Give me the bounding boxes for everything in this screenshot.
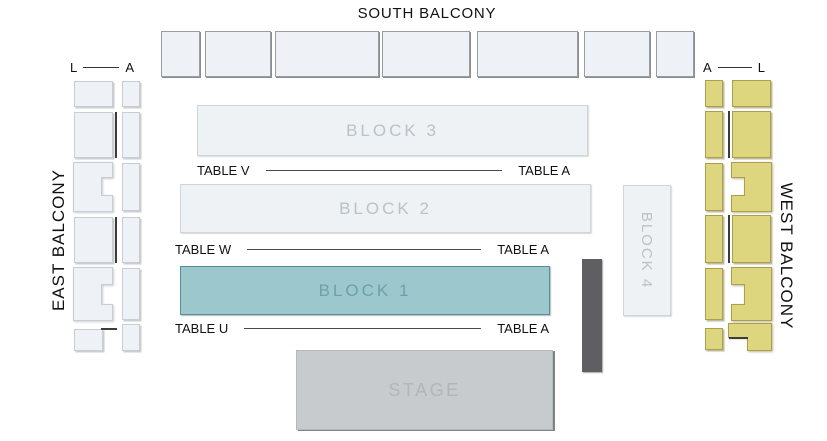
block-4-label: BLOCK 4 <box>638 211 656 290</box>
table-label-right: TABLE A <box>497 321 549 336</box>
east-balcony-section[interactable] <box>74 112 113 158</box>
south-balcony-title: SOUTH BALCONY <box>357 5 497 22</box>
table-label-left: TABLE U <box>175 321 229 336</box>
east-balcony-section[interactable] <box>74 329 103 351</box>
block-3[interactable]: BLOCK 3 <box>197 105 588 156</box>
east-balcony-section[interactable] <box>122 112 140 158</box>
west-balcony-section[interactable] <box>705 111 723 158</box>
balcony-divider <box>728 111 730 158</box>
balcony-divider <box>728 215 730 263</box>
east-balcony-section[interactable] <box>122 163 140 211</box>
east-balcony-section[interactable] <box>74 217 113 263</box>
table-label-right: TABLE A <box>518 163 570 178</box>
east-balcony-section[interactable] <box>122 217 140 263</box>
stage: STAGE <box>296 350 553 430</box>
block-1[interactable]: BLOCK 1 <box>180 266 550 315</box>
east-balcony-row-range: L A <box>70 60 134 75</box>
south-balcony-section[interactable] <box>382 31 470 77</box>
block-1-label: BLOCK 1 <box>318 280 412 300</box>
table-line <box>244 328 482 329</box>
west-balcony-section[interactable] <box>732 80 771 107</box>
west-balcony-row-range: A L <box>703 60 765 75</box>
south-balcony-section[interactable] <box>656 31 694 77</box>
table-line <box>247 249 482 250</box>
east-balcony-section[interactable] <box>122 324 140 351</box>
table-row-v[interactable]: TABLE V TABLE A <box>197 163 570 178</box>
balcony-divider <box>115 217 117 263</box>
west-balcony-label: WEST BALCONY <box>777 182 796 330</box>
table-row-u[interactable]: TABLE U TABLE A <box>175 321 549 336</box>
west-balcony-section-l-shape[interactable] <box>728 323 773 352</box>
south-balcony-section[interactable] <box>584 31 650 77</box>
row-range-line <box>717 67 752 68</box>
west-balcony-section[interactable] <box>705 268 723 320</box>
west-row-letter-right: L <box>757 60 765 75</box>
east-balcony-section[interactable] <box>122 81 140 107</box>
table-row-w[interactable]: TABLE W TABLE A <box>175 242 549 257</box>
table-line <box>265 170 503 171</box>
east-balcony-label: EAST BALCONY <box>49 168 68 312</box>
block-4[interactable]: BLOCK 4 <box>623 185 671 316</box>
east-row-letter-left: L <box>70 60 78 75</box>
block-3-label: BLOCK 3 <box>346 120 439 140</box>
west-balcony-section[interactable] <box>705 80 723 107</box>
west-balcony-section[interactable] <box>705 163 723 211</box>
west-balcony-section-notched[interactable] <box>731 267 772 321</box>
east-balcony-section-notched[interactable] <box>73 267 114 321</box>
block-2[interactable]: BLOCK 2 <box>180 184 591 233</box>
balcony-divider <box>101 328 117 330</box>
west-row-letter-left: A <box>703 60 712 75</box>
west-balcony-section[interactable] <box>705 215 723 263</box>
east-row-letter-right: A <box>125 60 134 75</box>
south-balcony-section[interactable] <box>477 31 578 77</box>
table-label-left: TABLE W <box>175 242 232 257</box>
east-balcony-section[interactable] <box>122 268 140 320</box>
west-balcony-section[interactable] <box>732 111 771 158</box>
stage-label: STAGE <box>388 379 461 400</box>
south-balcony-section[interactable] <box>161 31 200 77</box>
east-balcony-section-notched[interactable] <box>73 162 114 212</box>
east-balcony-section[interactable] <box>74 81 113 107</box>
table-label-left: TABLE V <box>197 163 250 178</box>
west-balcony-section-notched[interactable] <box>731 162 772 212</box>
south-balcony-section[interactable] <box>275 31 379 77</box>
table-label-right: TABLE A <box>497 242 549 257</box>
west-balcony-section[interactable] <box>705 328 723 350</box>
block-2-label: BLOCK 2 <box>339 198 432 218</box>
row-range-line <box>83 67 120 68</box>
south-balcony-section[interactable] <box>205 31 271 77</box>
dark-wall-bar <box>582 259 602 372</box>
balcony-divider <box>115 112 117 158</box>
west-balcony-section[interactable] <box>732 215 771 263</box>
balcony-divider <box>729 337 748 339</box>
